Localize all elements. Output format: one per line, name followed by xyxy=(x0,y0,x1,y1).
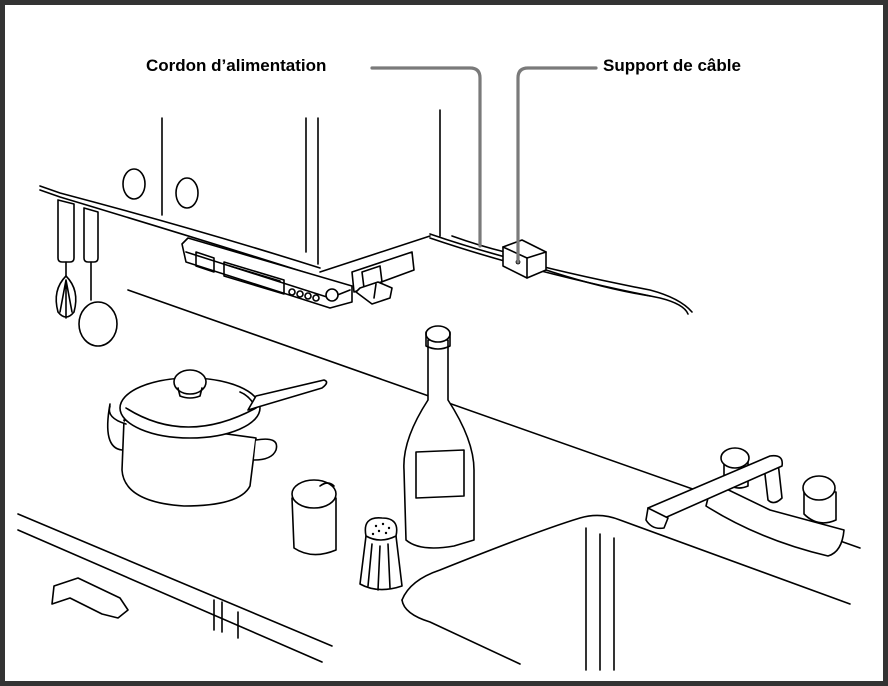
counter-front-edge xyxy=(18,514,332,646)
power-cord-leader xyxy=(372,68,480,246)
cable-holder-label: Support de câble xyxy=(603,56,741,76)
cable-holder xyxy=(503,240,546,278)
cable-holder-leader xyxy=(518,68,596,262)
cooking-pot xyxy=(108,370,327,506)
under-cabinet-radio xyxy=(182,238,414,308)
bottle-label xyxy=(416,450,464,498)
cabinet-knob-left xyxy=(123,169,145,199)
hanging-utensils xyxy=(56,200,117,346)
ladle xyxy=(79,302,117,346)
cabinet-knob-right xyxy=(176,178,198,208)
salt-shaker xyxy=(360,518,402,590)
wine-bottle xyxy=(404,326,474,548)
drawer-handle xyxy=(52,578,128,618)
pot-handle xyxy=(248,380,327,410)
upper-cabinets xyxy=(40,110,440,274)
power-cord-label: Cordon d’alimentation xyxy=(146,56,326,76)
canister xyxy=(292,480,336,555)
wall-counter-edge xyxy=(430,234,692,312)
